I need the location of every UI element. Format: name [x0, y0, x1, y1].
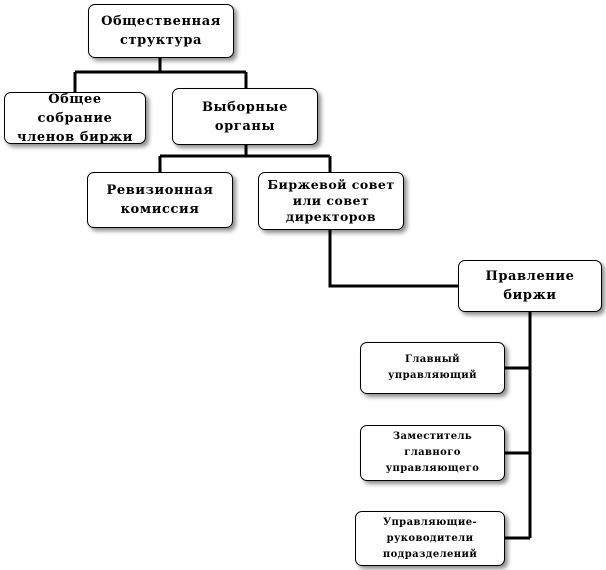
- node-elected-bodies: Выборные органы: [172, 88, 318, 145]
- node-division-heads: Управляющие- руководители подразделений: [355, 511, 505, 566]
- node-chief-manager: Главный управляющий: [360, 342, 505, 394]
- node-public-structure: Общественная структура: [88, 4, 234, 58]
- node-exchange-board: Правление биржи: [458, 260, 602, 312]
- node-general-meeting: Общее собрание членов биржи: [4, 92, 146, 145]
- node-audit-commission: Ревизионная комиссия: [87, 172, 233, 228]
- node-exchange-council: Биржевой совет или совет директоров: [258, 172, 404, 230]
- connector-council-to-board: [328, 230, 458, 288]
- node-deputy-chief-manager: Заместитель главного управляющего: [360, 425, 505, 481]
